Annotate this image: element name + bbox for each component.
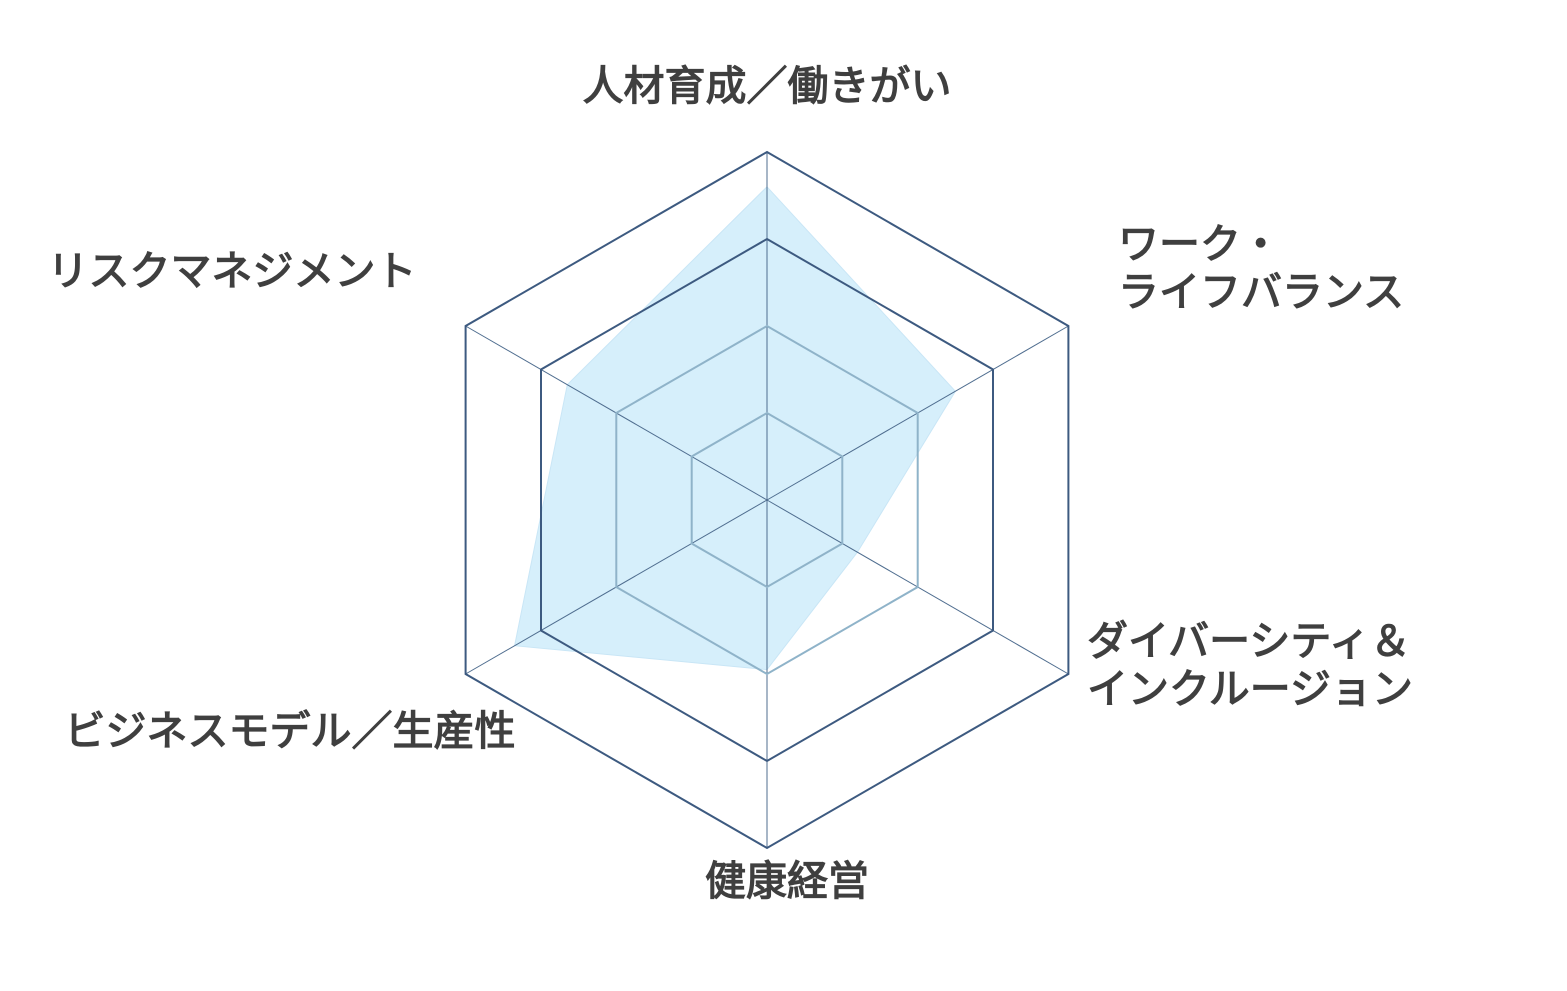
- axis-label: ダイバーシティ＆インクルージョン: [1087, 617, 1413, 713]
- axis-label: ビジネスモデル／生産性: [65, 707, 516, 755]
- radar-ring: [690, 411, 844, 589]
- axis-label-line: ライフバランス: [1118, 268, 1404, 316]
- axis-label-line: 健康経営: [705, 857, 869, 905]
- axis-label: 健康経営: [705, 857, 869, 905]
- axis-label-line: 人材育成／働きがい: [583, 62, 952, 110]
- axis-label: ワーク・ライフバランス: [1118, 220, 1404, 316]
- radar-grid: [464, 150, 1070, 850]
- axis-label-line: ビジネスモデル／生産性: [65, 707, 516, 755]
- axis-label-line: ワーク・: [1118, 220, 1281, 268]
- axis-label-line: リスクマネジメント: [48, 247, 417, 295]
- axis-label: リスクマネジメント: [48, 247, 417, 295]
- radar-axis-labels: 人材育成／働きがいワーク・ライフバランスダイバーシティ＆インクルージョン健康経営…: [48, 62, 1413, 905]
- axis-label-line: インクルージョン: [1087, 665, 1413, 713]
- radar-ring: [464, 150, 1070, 850]
- axis-label: 人材育成／働きがい: [583, 62, 952, 110]
- radar-ring: [540, 237, 994, 763]
- radar-ring: [615, 324, 919, 676]
- axis-label-line: ダイバーシティ＆: [1087, 617, 1411, 665]
